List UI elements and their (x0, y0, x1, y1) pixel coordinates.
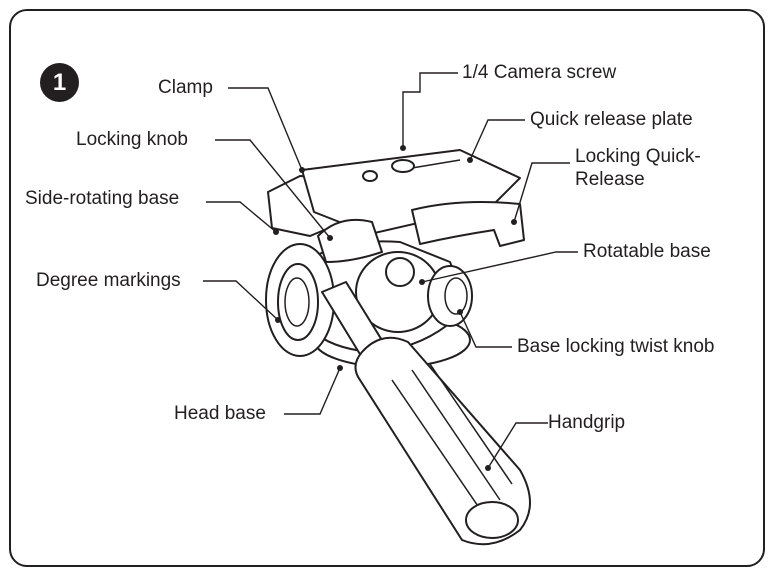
rotatable-base-cap (385, 257, 415, 287)
degree-markings-inner-ring (284, 277, 310, 327)
base-locking-twist-knob-face (444, 277, 468, 315)
leader-quick-release-plate (469, 119, 525, 161)
label-side-rotating-base: Side-rotating base (25, 188, 180, 209)
figure-frame (9, 9, 765, 567)
plate-pin-shape (362, 170, 378, 182)
label-locking-quick-release-line2: Release (575, 169, 645, 190)
leader-dot-clamp (299, 167, 305, 173)
leader-dot-quick-release-plate (467, 157, 473, 163)
base-locking-twist-knob-shape (427, 265, 473, 327)
leader-locking-quick-release (513, 162, 570, 223)
leader-side-rotating-base (206, 201, 277, 233)
leader-degree-markings (203, 280, 279, 321)
label-rotatable-base: Rotatable base (583, 241, 711, 262)
camera-screw-shape (391, 159, 415, 173)
locking-knob-shape (317, 218, 383, 263)
handgrip-groove-1 (391, 379, 483, 513)
label-camera-screw: 1/4 Camera screw (462, 62, 617, 83)
label-base-locking-twist-knob: Base locking twist knob (517, 336, 715, 357)
degree-markings-disc (277, 263, 319, 341)
label-locking-quick-release-line1: Locking Quick- (575, 146, 701, 167)
leader-dot-side-rotating-base (273, 229, 279, 235)
leader-dot-locking-quick-release (511, 219, 517, 225)
leader-handgrip (487, 422, 548, 469)
leader-clamp (228, 87, 303, 171)
leader-dot-camera-screw (400, 145, 406, 151)
leader-locking-knob (215, 139, 331, 239)
label-quick-release-plate: Quick release plate (530, 109, 693, 130)
handgrip-groove-3 (429, 363, 513, 485)
leader-dot-handgrip (485, 465, 491, 471)
handgrip-end-cap (465, 501, 519, 539)
leader-dot-base-locking-twist-knob (457, 309, 463, 315)
leader-dot-locking-knob (327, 235, 333, 241)
leader-camera-screw (402, 72, 458, 148)
label-clamp: Clamp (158, 77, 213, 98)
leader-dot-rotatable-base (419, 279, 425, 285)
label-handgrip: Handgrip (548, 412, 626, 433)
label-head-base: Head base (174, 403, 266, 424)
leader-dot-head-base (337, 365, 343, 371)
leader-base-locking-twist-knob (459, 311, 512, 348)
locking-quick-release-lever (411, 201, 525, 247)
handgrip-groove-2 (411, 369, 501, 501)
leader-head-base (284, 367, 341, 415)
label-locking-knob: Locking knob (76, 129, 188, 150)
leader-dot-degree-markings (275, 317, 281, 323)
leader-rotatable-base (421, 251, 578, 283)
step-number-badge: 1 (40, 63, 79, 102)
label-degree-markings: Degree markings (36, 270, 181, 291)
